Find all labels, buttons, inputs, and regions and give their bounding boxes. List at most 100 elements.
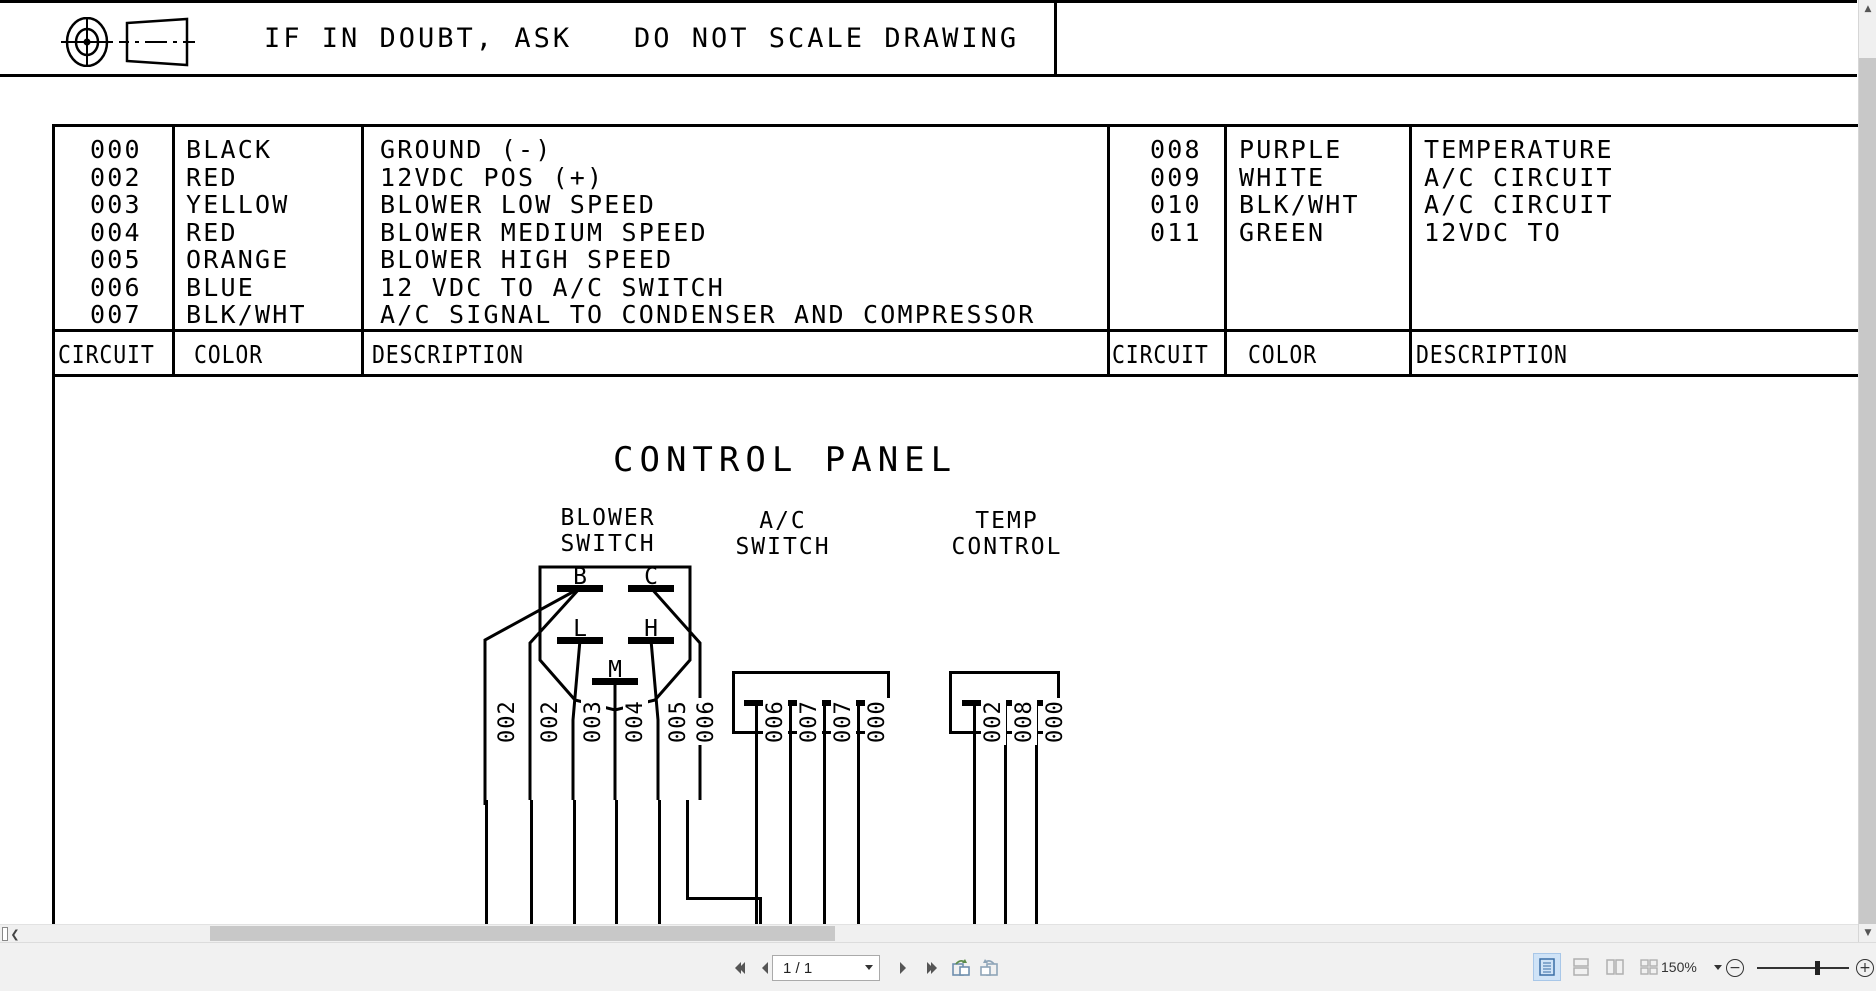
wire-number: 000 <box>865 698 890 745</box>
table-cell-description: A/C CIRCUIT <box>1424 162 1614 192</box>
table-cell-circuit: 002 <box>90 162 142 192</box>
table-cell-color: RED <box>186 217 238 247</box>
ac-switch-wire <box>857 703 860 940</box>
document-canvas[interactable]: IF IN DOUBT, ASK DO NOT SCALE DRAWING <box>0 0 1858 942</box>
wire-number: 005 <box>666 698 691 745</box>
table-cell-color: ORANGE <box>186 245 290 274</box>
blower-terminal-l: L <box>573 616 587 642</box>
wire-number: 007 <box>831 698 856 745</box>
first-page-icon[interactable] <box>728 955 754 981</box>
zoom-level-value: 150% <box>1661 959 1697 975</box>
circuit-legend-table: 000 002 003 004 005 006 007 BLACK RED YE… <box>52 124 1858 377</box>
blower-wire <box>759 897 762 942</box>
table-cell-description: A/C CIRCUIT <box>1424 190 1614 219</box>
bottom-toolbar: 1 / 1 <box>0 942 1876 991</box>
table-top-border <box>52 124 1858 127</box>
table-header-description: DESCRIPTION <box>1416 340 1568 369</box>
table-col-sep <box>1224 124 1227 377</box>
table-cell-color: PURPLE <box>1239 135 1343 164</box>
temp-control-label-line2: CONTROL <box>951 534 1063 560</box>
blower-switch-label-line1: BLOWER <box>560 505 656 531</box>
titleblock-divider <box>1054 0 1057 2</box>
title-block-strip: IF IN DOUBT, ASK DO NOT SCALE DRAWING <box>0 0 1057 77</box>
horizontal-scrollbar-thumb[interactable] <box>210 926 835 941</box>
titleblock-bottom-rule <box>1057 74 1857 77</box>
ac-switch-label-line2: SWITCH <box>735 534 831 560</box>
table-cell-color: WHITE <box>1239 162 1326 192</box>
table-cell-circuit: 009 <box>1150 162 1202 192</box>
table-cell-description: BLOWER LOW SPEED <box>380 190 657 219</box>
blower-switch-label: BLOWER SWITCH <box>540 505 676 557</box>
cad-drawing: IF IN DOUBT, ASK DO NOT SCALE DRAWING <box>0 0 1858 942</box>
ac-switch-wire <box>789 703 792 940</box>
table-cell-description: BLOWER HIGH SPEED <box>380 245 674 274</box>
table-cell-color: GREEN <box>1239 217 1326 247</box>
table-cell-description: GROUND (-) <box>380 135 553 164</box>
note-if-in-doubt: IF IN DOUBT, ASK <box>264 23 573 54</box>
table-cell-color: BLACK <box>186 135 273 164</box>
zoom-slider[interactable] <box>1757 967 1849 969</box>
two-page-view-icon[interactable] <box>1601 953 1629 981</box>
chevron-down-icon[interactable] <box>1714 965 1722 970</box>
wire-number: 000 <box>1043 698 1068 745</box>
table-cell-circuit: 003 <box>90 190 142 219</box>
table-col-sep <box>172 124 175 377</box>
scroll-down-icon[interactable]: ▼ <box>1859 924 1876 942</box>
table-header-circuit: CIRCUIT <box>58 340 155 369</box>
first-angle-projection-symbol <box>55 16 215 68</box>
table-cell-color: BLUE <box>186 272 256 302</box>
titleblock-top-rule <box>1057 0 1857 3</box>
wire-number: 003 <box>581 698 606 745</box>
vertical-scrollbar[interactable]: ▲ ▼ <box>1858 0 1876 942</box>
zoom-in-icon[interactable]: + <box>1856 959 1874 977</box>
blower-wire <box>530 800 533 940</box>
scroll-left-icon[interactable]: ❮ <box>10 927 20 941</box>
table-cell-description: 12VDC POS (+) <box>380 162 605 192</box>
table-header-description: DESCRIPTION <box>372 340 524 369</box>
blower-terminal-m: M <box>608 657 622 683</box>
scroll-up-icon[interactable]: ▲ <box>1859 0 1876 18</box>
vertical-scrollbar-thumb[interactable] <box>1859 18 1876 58</box>
zoom-out-icon[interactable]: − <box>1726 959 1744 977</box>
wire-number: 007 <box>797 698 822 745</box>
previous-page-icon[interactable] <box>752 955 778 981</box>
rotate-counterclockwise-icon[interactable] <box>976 955 1002 981</box>
ac-switch-label: A/C SWITCH <box>712 508 854 560</box>
table-cell-circuit: 010 <box>1150 190 1202 219</box>
table-cell-circuit: 007 <box>90 300 142 329</box>
horizontal-scrollbar[interactable]: ❮ <box>0 924 1858 942</box>
last-page-icon[interactable] <box>918 955 944 981</box>
page-number-input[interactable]: 1 / 1 <box>772 955 880 981</box>
wire-number: 006 <box>694 698 719 745</box>
blower-wire <box>573 800 576 940</box>
chevron-down-icon[interactable] <box>865 965 873 970</box>
continuous-page-view-icon[interactable] <box>1567 953 1595 981</box>
next-page-icon[interactable] <box>890 955 916 981</box>
drawing-frame-left <box>52 376 55 936</box>
ac-switch-label-line1: A/C <box>759 508 807 534</box>
table-cell-circuit: 008 <box>1150 135 1202 164</box>
scroll-corner-mark <box>2 927 8 941</box>
table-cell-description: BLOWER MEDIUM SPEED <box>380 217 708 247</box>
blower-wire <box>658 800 661 940</box>
blower-wire-jog <box>686 897 762 900</box>
zoom-slider-thumb[interactable] <box>1815 961 1820 975</box>
wire-number: 002 <box>495 698 520 745</box>
schematic-title: CONTROL PANEL <box>613 440 958 480</box>
table-header-circuit: CIRCUIT <box>1112 340 1209 369</box>
single-page-view-icon[interactable] <box>1533 953 1561 981</box>
wire-number: 006 <box>763 698 788 745</box>
rotate-clockwise-icon[interactable] <box>948 955 974 981</box>
temp-control-label-line1: TEMP <box>975 508 1039 534</box>
table-col-sep <box>361 124 364 377</box>
blower-wire <box>615 800 618 940</box>
table-cell-color: BLK/WHT <box>1239 190 1360 219</box>
wire-number: 002 <box>981 698 1006 745</box>
table-header-color: COLOR <box>1248 340 1318 369</box>
two-page-continuous-view-icon[interactable] <box>1635 953 1663 981</box>
blower-wire <box>485 800 488 940</box>
table-left-border <box>52 124 55 377</box>
table-bottom-border <box>52 374 1858 377</box>
ac-switch-wire <box>823 703 826 940</box>
table-cell-description: TEMPERATURE <box>1424 135 1614 164</box>
